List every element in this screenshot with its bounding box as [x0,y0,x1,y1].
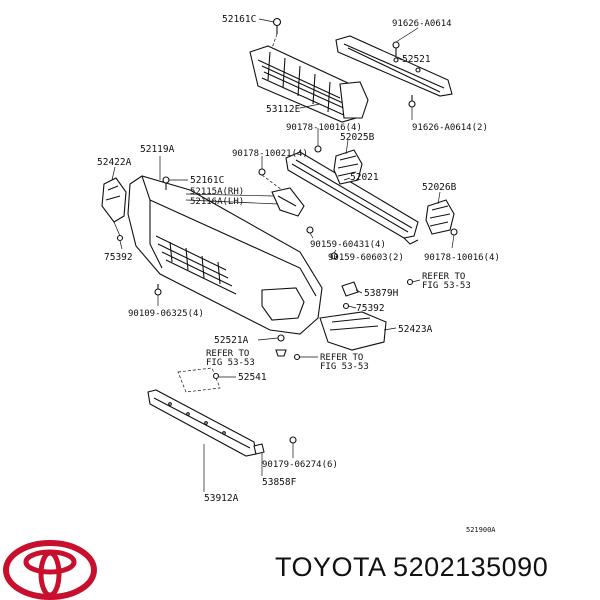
brand-part-number: TOYOTA 5202135090 [275,552,548,583]
label-90109-06325: 90109-06325(4) [128,309,204,319]
part-52115a-side-retainer [271,187,305,217]
bolt-90109-06325 [154,284,162,296]
part-52422a-side-bracket [101,177,127,242]
label-75392-left: 75392 [104,252,133,263]
clip-53858f [253,443,265,455]
label-53858f: 53858F [262,477,297,488]
ref-c-line2: FIG 53-53 [320,362,369,372]
brand-name: TOYOTA [275,552,386,582]
ref-c-line1: REFER TO [320,353,363,363]
label-52025b: 52025B [340,132,375,143]
label-91626-a0614: 91626-A0614 [392,19,452,29]
toyota-emblem-icon [3,540,97,600]
nut-90178-10021 [258,168,283,191]
label-52119a: 52119A [140,144,175,155]
part-53112e-grille [249,45,369,123]
screw-91626-bottom [408,95,416,108]
nut-90159-60431 [306,226,314,234]
ref-b-line1: REFER TO [422,272,465,282]
label-52423a: 52423A [398,324,433,335]
label-75392-right: 75392 [356,303,385,314]
part-52119a-bumper-cover [127,175,323,335]
part-number: 5202135090 [393,552,549,582]
label-90159-60431: 90159-60431(4) [310,240,386,250]
label-53112e: 53112E [266,104,301,115]
ref-a-line1: REFER TO [206,349,249,359]
label-90178-10016-b: 90178-10016(4) [424,253,500,263]
part-52021-reinforcement [285,151,419,245]
label-90159-60603: 90159-60603(2) [328,253,404,263]
label-91626-a0614-2: 91626-A0614(2) [412,123,488,133]
label-52521-top: 52521 [402,54,431,65]
screw-91626-top [392,41,400,56]
leader-lines [111,18,455,492]
label-53879h: 53879H [364,288,399,299]
label-52021: 52021 [350,172,379,183]
label-90178-10016-a: 90178-10016(4) [286,123,362,133]
part-53912a-lower-spoiler [147,389,257,457]
label-53912a: 53912A [204,493,239,504]
label-52116a: 52116A(LH) [190,197,244,207]
part-52541-plate [177,367,221,393]
label-52026b: 52026B [422,182,457,193]
label-52161c-mid: 52161C [190,175,224,186]
label-90178-10021: 90178-10021(4) [232,149,308,159]
label-52541: 52541 [238,372,267,383]
label-90179-06274: 90179-06274(6) [262,460,338,470]
part-52025b-bracket [333,149,363,185]
nut-90178-10016-b [450,228,458,236]
label-52161c-top: 52161C [222,14,256,25]
clip-refer-b [406,278,414,286]
clip-53879h [341,281,359,297]
part-labels: 52161C 91626-A0614 52521 53112E 91626-A0… [97,14,500,534]
bolt-52161c-top [271,17,282,49]
bumper-exploded-diagram: 52161C 91626-A0614 52521 53112E 91626-A0… [97,14,500,534]
ref-b-line2: FIG 53-53 [422,281,471,291]
diagram-code: 521900A [466,526,496,534]
label-52422a: 52422A [97,157,132,168]
label-52521a: 52521A [214,335,249,346]
label-52115a: 52115A(RH) [190,187,244,197]
part-52521a-retainer [275,334,287,357]
nut-90179-06274 [289,436,297,444]
nut-90178-10016-a [314,145,322,153]
part-52521-retainer [335,35,453,97]
ref-a-line2: FIG 53-53 [206,358,255,368]
part-52026b-bracket [425,199,455,235]
clip-refer-a [293,353,301,361]
